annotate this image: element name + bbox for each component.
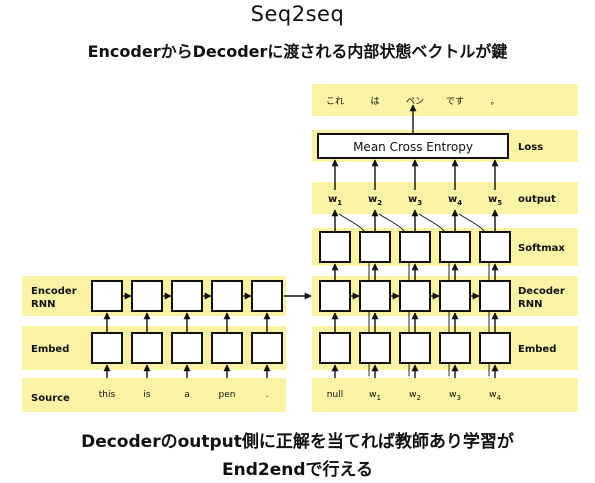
softmax-cell bbox=[319, 231, 351, 263]
target-band bbox=[312, 84, 578, 116]
encoder-rnn-cell bbox=[251, 280, 283, 312]
output-token: w5 bbox=[488, 194, 502, 207]
softmax-cell bbox=[479, 231, 511, 263]
source-token: is bbox=[143, 390, 151, 400]
decoder-input-band bbox=[312, 378, 578, 412]
target-token: ペン bbox=[406, 97, 424, 107]
output-token: w3 bbox=[408, 194, 422, 207]
target-token: 。 bbox=[490, 97, 499, 107]
encoder-embed-cell bbox=[171, 332, 203, 364]
encoder-rnn-label-line2: RNN bbox=[31, 299, 55, 310]
decoder-embed-cell bbox=[439, 332, 471, 364]
decoder-embed-cell bbox=[479, 332, 511, 364]
slide-title: Seq2seq bbox=[250, 2, 345, 26]
source-label: Source bbox=[31, 393, 70, 404]
decoder-input-token: null bbox=[327, 390, 343, 400]
source-token: this bbox=[99, 390, 116, 400]
decoder-input-token: w3 bbox=[449, 390, 461, 402]
decoder-rnn-cell bbox=[319, 280, 351, 312]
loss-box-text: Mean Cross Entropy bbox=[353, 140, 473, 154]
source-band bbox=[22, 378, 286, 412]
softmax-cell bbox=[439, 231, 471, 263]
encoder-rnn-label-line1: Encoder bbox=[31, 286, 77, 297]
decoder-rnn-cell bbox=[439, 280, 471, 312]
encoder-rnn-cell bbox=[131, 280, 163, 312]
softmax-label: Softmax bbox=[518, 243, 565, 254]
decoder-input-token: w1 bbox=[369, 390, 381, 402]
decoder-embed-cell bbox=[359, 332, 391, 364]
output-token: w2 bbox=[368, 194, 382, 207]
decoder-rnn-cell bbox=[479, 280, 511, 312]
encoder-embed-label: Embed bbox=[31, 344, 69, 355]
softmax-cell bbox=[359, 231, 391, 263]
output-band bbox=[312, 182, 578, 214]
encoder-rnn-cell bbox=[171, 280, 203, 312]
decoder-embed-cell bbox=[399, 332, 431, 364]
encoder-embed-cell bbox=[91, 332, 123, 364]
diagram-cells: this is a pen. w1 null これ w2 w1 は w3 w2 ペン w4 w3 です w5 w4… bbox=[91, 96, 511, 402]
output-token: w1 bbox=[328, 194, 342, 207]
softmax-cell bbox=[399, 231, 431, 263]
target-token: です bbox=[446, 96, 464, 107]
encoder-rnn-cell bbox=[211, 280, 243, 312]
source-token: . bbox=[266, 390, 269, 400]
loss-box bbox=[317, 133, 509, 159]
slide-subtitle: EncoderからDecoderに渡される内部状態ベクトルが鍵 bbox=[87, 42, 508, 61]
encoder-embed-cell bbox=[211, 332, 243, 364]
encoder-embed-cell bbox=[131, 332, 163, 364]
target-token: は bbox=[370, 96, 379, 107]
decoder-rnn-cell bbox=[399, 280, 431, 312]
source-token: pen bbox=[219, 390, 236, 400]
decoder-input-token: w4 bbox=[489, 390, 501, 402]
output-label: output bbox=[518, 194, 556, 205]
decoder-rnn-label-line1: Decoder bbox=[518, 286, 565, 297]
decoder-input-token: w2 bbox=[409, 390, 421, 402]
encoder-rnn-cell bbox=[91, 280, 123, 312]
encoder-embed-cell bbox=[251, 332, 283, 364]
seq2seq-diagram: Encoder RNN Embed Source Loss output Sof… bbox=[22, 84, 578, 412]
decoder-embed-label: Embed bbox=[518, 344, 556, 355]
loss-label: Loss bbox=[518, 142, 543, 153]
caption-line-1: Decoderのoutput側に正解を当てれば教師あり学習が bbox=[81, 432, 514, 452]
target-token: これ bbox=[326, 96, 344, 107]
decoder-rnn-cell bbox=[359, 280, 391, 312]
caption-line-2: End2endで行える bbox=[221, 460, 373, 480]
decoder-rnn-label-line2: RNN bbox=[518, 299, 542, 310]
output-token: w4 bbox=[448, 194, 462, 207]
decoder-embed-cell bbox=[319, 332, 351, 364]
source-token: a bbox=[184, 390, 190, 400]
